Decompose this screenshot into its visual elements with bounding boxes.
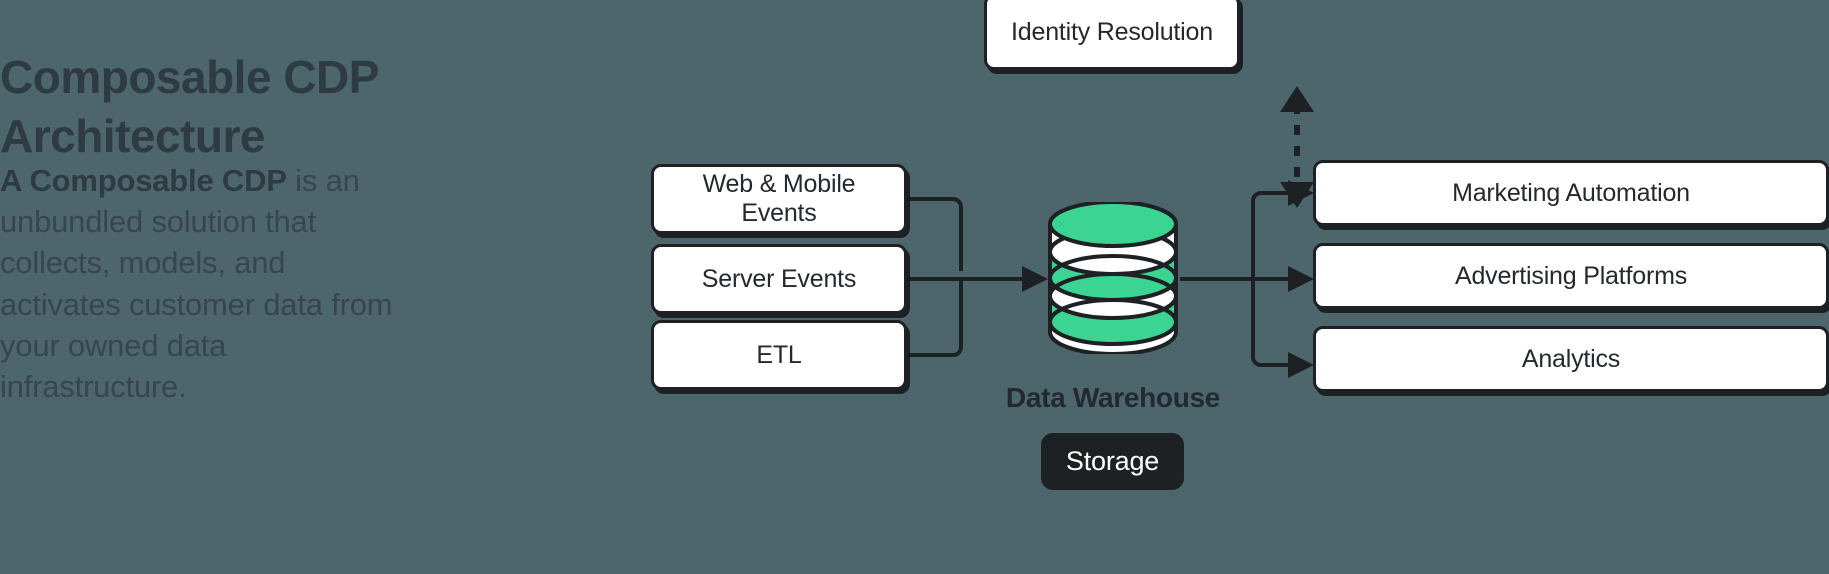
node-advertising-platforms[interactable]: Advertising Platforms <box>1313 243 1829 309</box>
warehouse-label: Data Warehouse <box>1005 382 1221 413</box>
node-analytics[interactable]: Analytics <box>1313 326 1829 392</box>
node-web-mobile-events[interactable]: Web & Mobile Events <box>651 164 907 234</box>
arrowhead-identity-up <box>1280 86 1314 112</box>
arrowhead-to-advertising <box>1288 266 1314 292</box>
intro-copy-block: Composable CDP Architecture <box>0 48 430 166</box>
storage-chip[interactable]: Storage <box>1041 433 1184 490</box>
arrowhead-to-warehouse <box>1022 266 1048 292</box>
database-cylinder-icon <box>1046 202 1180 354</box>
page-title: Composable CDP Architecture <box>0 51 379 162</box>
intro-description: A Composable CDP is an unbundled solutio… <box>0 160 400 407</box>
intro-description-rest: is an unbundled solution that collects, … <box>0 163 393 405</box>
intro-description-lead: A Composable CDP <box>0 163 287 198</box>
node-marketing-automation[interactable]: Marketing Automation <box>1313 160 1829 226</box>
node-etl[interactable]: ETL <box>651 320 907 390</box>
node-server-events[interactable]: Server Events <box>651 244 907 314</box>
arrowhead-identity-down <box>1280 182 1314 208</box>
arrowhead-to-analytics <box>1288 352 1314 378</box>
arrowhead-to-marketing <box>1288 180 1314 206</box>
node-identity-resolution[interactable]: Identity Resolution <box>984 0 1240 70</box>
